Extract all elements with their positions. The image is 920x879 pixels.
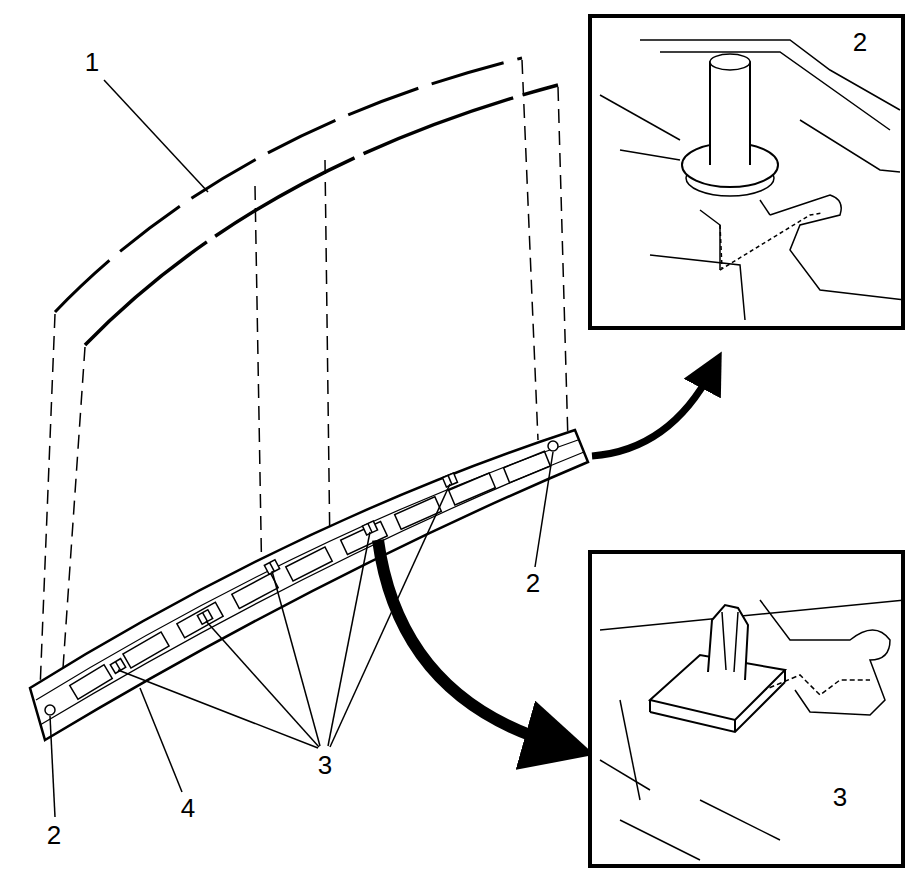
part-outline xyxy=(55,58,522,312)
callout-number: 3 xyxy=(318,752,332,778)
callout-number: 2 xyxy=(526,570,540,596)
clip-detail xyxy=(600,600,905,860)
part-outline xyxy=(85,85,558,345)
callout-number: 2 xyxy=(853,29,867,55)
molding-edge xyxy=(36,440,578,700)
callout-number: 1 xyxy=(85,49,99,75)
detail-arrow xyxy=(592,370,712,456)
callout-number: 3 xyxy=(833,784,847,810)
molding-edge xyxy=(40,452,584,725)
molding-strip xyxy=(30,430,588,740)
callout-number: 2 xyxy=(47,822,61,848)
pin-detail xyxy=(600,40,905,320)
detail-frame xyxy=(590,16,903,328)
detail-frame xyxy=(590,552,903,866)
callout-number: 4 xyxy=(181,795,195,821)
alignment-lines xyxy=(40,60,568,712)
leader-lines xyxy=(50,58,852,817)
molding-pockets xyxy=(70,451,551,699)
clip-symbols xyxy=(45,441,558,715)
detail-arrow xyxy=(378,540,560,745)
